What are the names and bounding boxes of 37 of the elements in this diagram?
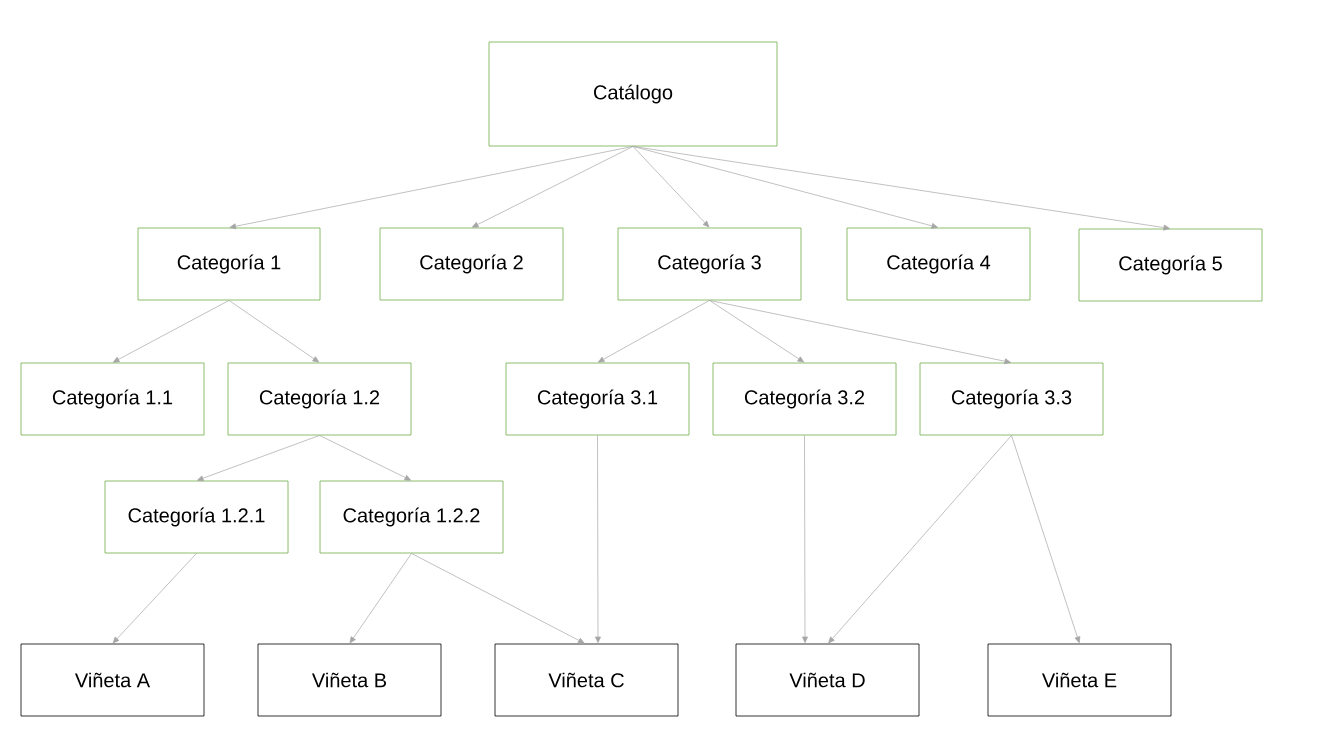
arrow <box>709 300 805 363</box>
arrow <box>229 146 634 230</box>
category-box: Categoría 4 <box>846 227 1031 301</box>
arrow <box>1011 435 1081 644</box>
arrow <box>597 300 710 363</box>
category-box: Categoría 1.2.2 <box>319 480 504 554</box>
arrow <box>411 553 585 644</box>
arrow <box>112 553 197 644</box>
arrow <box>112 300 230 363</box>
arrow <box>349 553 412 644</box>
category-box: Categoría 3 <box>617 227 802 301</box>
arrow <box>632 146 938 229</box>
category-box: Categoría 5 <box>1078 228 1263 302</box>
category-box: Categoría 2 <box>379 227 564 301</box>
category-box: Categoría 3.1 <box>505 362 690 436</box>
item-box: Viñeta D <box>735 643 920 717</box>
category-box: Categoría 3.2 <box>712 362 897 436</box>
arrow <box>828 435 1012 644</box>
item-box: Viñeta C <box>494 643 679 717</box>
category-box: Categoría 1.2 <box>227 362 412 436</box>
arrow <box>709 300 1011 365</box>
arrow <box>197 435 320 482</box>
category-box: Catálogo <box>488 41 778 147</box>
arrow <box>228 300 320 363</box>
category-box: Categoría 1.1 <box>20 362 205 436</box>
category-box: Categoría 3.3 <box>919 362 1104 436</box>
arrow <box>802 435 808 644</box>
arrow <box>471 146 634 228</box>
item-box: Viñeta E <box>987 643 1172 717</box>
category-box: Categoría 1 <box>137 227 321 301</box>
arrow <box>632 146 1170 231</box>
arrow <box>595 435 601 644</box>
item-box: Viñeta B <box>257 643 442 717</box>
category-box: Categoría 1.2.1 <box>104 480 289 554</box>
item-box: Viñeta A <box>20 643 205 717</box>
arrow <box>632 146 710 228</box>
arrow <box>319 435 412 481</box>
